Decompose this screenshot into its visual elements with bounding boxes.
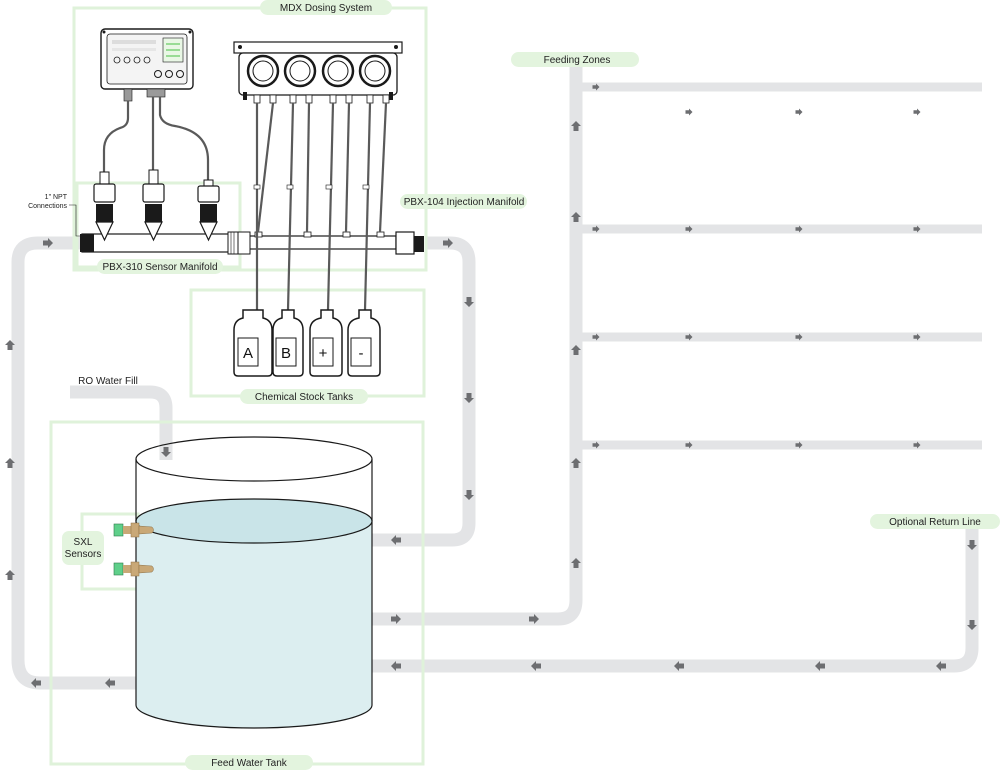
sensor-cables — [102, 97, 210, 180]
peristaltic-pump-icon — [233, 41, 403, 104]
arrow-icon — [795, 108, 803, 116]
sensor-probe-1 — [93, 171, 116, 242]
bottle-icon: + — [309, 309, 343, 377]
ro-fill-label: RO Water Fill — [78, 376, 138, 387]
sensor-manifold-label: PBX-310 Sensor Manifold — [102, 262, 217, 273]
bottle-icon: B — [272, 309, 304, 377]
pipes — [11, 62, 982, 690]
sxl-label-line2: Sensors — [65, 549, 102, 560]
feed-line-pipe — [372, 62, 583, 626]
suction-tubes — [253, 102, 372, 311]
labels: MDX Dosing System Feeding Zones 1" NPT C… — [28, 0, 1000, 770]
sxl-label-line1: SXL — [74, 537, 93, 548]
optional-return-label: Optional Return Line — [889, 517, 981, 528]
tank-water — [135, 520, 373, 729]
stock-tanks-box — [189, 288, 426, 398]
chemical-tanks: A B + - — [233, 309, 381, 377]
feed-water-tank — [135, 436, 373, 729]
feeding-zones-label: Feeding Zones — [544, 55, 611, 66]
bottle-icon: - — [347, 309, 381, 377]
stock-tanks-label: Chemical Stock Tanks — [255, 392, 353, 403]
dosing-tubes-to-manifold — [256, 102, 388, 233]
tank-rim — [135, 436, 373, 482]
left-return-pipe — [11, 236, 136, 690]
tank-label-b: B — [281, 345, 291, 362]
controller-icon — [100, 28, 194, 102]
sensor-manifold — [80, 231, 239, 255]
npt-label-line1: 1" NPT — [45, 194, 68, 201]
injection-manifold-label: PBX-104 Injection Manifold — [404, 197, 525, 208]
manifold-outlet-pipe — [372, 236, 476, 547]
bottle-icon: A — [233, 309, 273, 377]
tank-label-plus: + — [319, 345, 328, 362]
sensor-probe-2 — [142, 169, 165, 242]
ro-fill-pipe — [70, 385, 173, 460]
optional-return-pipe — [372, 528, 979, 673]
tank-label-a: A — [243, 345, 253, 362]
injection-manifold — [237, 231, 424, 255]
sxl-sensor-2 — [113, 561, 154, 577]
mdx-group-box — [72, 6, 428, 272]
arrow-icon — [913, 108, 921, 116]
npt-label-line2: Connections — [28, 203, 67, 210]
sxl-sensor-1 — [113, 522, 154, 538]
tank-label-minus: - — [359, 345, 364, 362]
water-surface — [135, 498, 373, 544]
sensor-probe-3 — [197, 179, 220, 242]
feed-tank-label: Feed Water Tank — [211, 758, 288, 769]
arrow-icon — [685, 108, 693, 116]
mdx-label: MDX Dosing System — [280, 3, 372, 14]
